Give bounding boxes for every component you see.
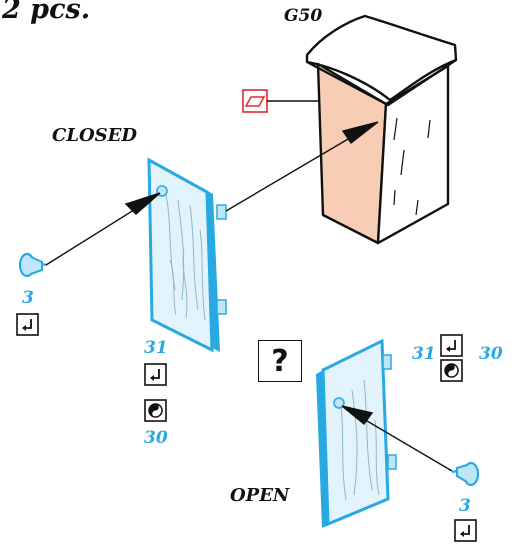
knob-icon <box>18 252 47 278</box>
return-arrow-icon <box>440 334 463 357</box>
cabinet-model-label: G50 <box>284 6 323 26</box>
return-arrow-icon <box>454 519 477 542</box>
help-mark-box: ? <box>258 340 302 382</box>
yin-yang-icon <box>144 399 167 422</box>
part-number-hinge-closed: 31 <box>144 338 168 358</box>
quantity-label: 2 pcs. <box>2 0 91 25</box>
hinge-bottom <box>216 299 227 315</box>
part-number-screw-open: 30 <box>479 344 503 364</box>
knob-icon <box>451 461 480 487</box>
parallelogram-surface-icon <box>242 89 268 113</box>
cabinet-g50 <box>305 14 458 245</box>
return-arrow-icon <box>16 313 39 336</box>
assembly-arrow <box>361 417 453 472</box>
open-state-label: OPEN <box>230 485 290 506</box>
closed-state-label: CLOSED <box>52 125 137 146</box>
part-number-hinge-open: 31 <box>412 344 436 364</box>
hinge-top <box>216 204 227 220</box>
yin-yang-icon <box>440 359 463 382</box>
return-arrow-icon <box>144 363 167 386</box>
door-open <box>316 338 397 528</box>
assembly-arrow <box>45 202 146 266</box>
door-closed <box>147 157 227 353</box>
assembly-arrow <box>225 131 361 212</box>
cabinet-hatch <box>393 117 431 216</box>
part-number-screw-closed: 30 <box>144 428 168 448</box>
help-mark: ? <box>271 343 289 379</box>
part-number-knob-open: 3 <box>459 496 471 516</box>
part-number-knob-closed: 3 <box>22 288 34 308</box>
